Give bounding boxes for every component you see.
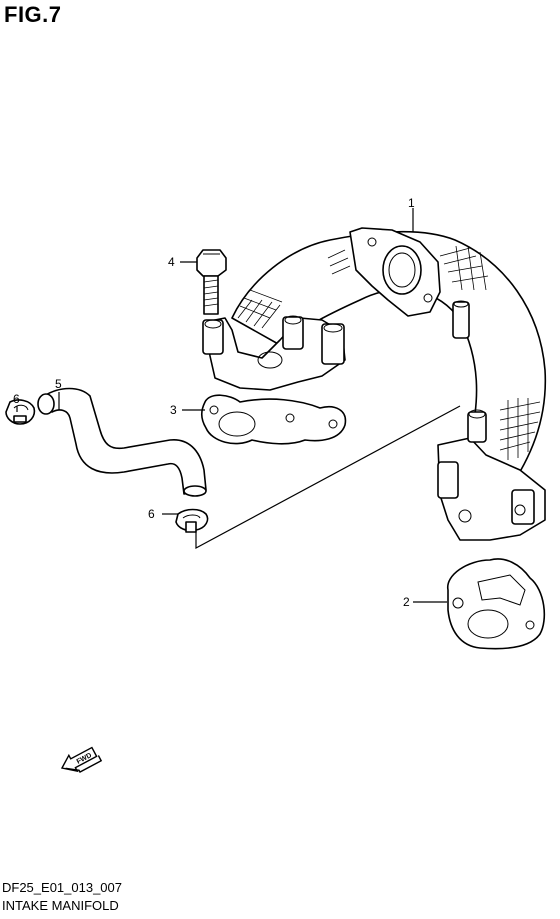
fwd-arrow-icon: FWD <box>60 746 103 773</box>
callout-6-upper: 6 <box>13 392 20 406</box>
hose-clamp-lower[interactable] <box>175 508 209 533</box>
hose-clamp-upper[interactable] <box>5 399 36 425</box>
footer-code: DF25_E01_013_007 <box>2 880 122 895</box>
manifold-gasket-lower[interactable] <box>447 558 546 650</box>
callout-2: 2 <box>403 595 410 609</box>
figure-title: FIG.7 <box>4 2 62 27</box>
callout-4: 4 <box>168 255 175 269</box>
bolt[interactable] <box>196 249 227 315</box>
callout-5: 5 <box>55 377 62 391</box>
footer-name: INTAKE MANIFOLD <box>2 898 119 913</box>
manifold-gasket-upper[interactable] <box>200 394 347 445</box>
intake-manifold[interactable] <box>202 227 547 541</box>
callout-1: 1 <box>408 196 415 210</box>
callout-3: 3 <box>170 403 177 417</box>
leader-lines <box>16 208 461 603</box>
callout-6-lower: 6 <box>148 507 155 521</box>
hose[interactable] <box>37 387 207 497</box>
